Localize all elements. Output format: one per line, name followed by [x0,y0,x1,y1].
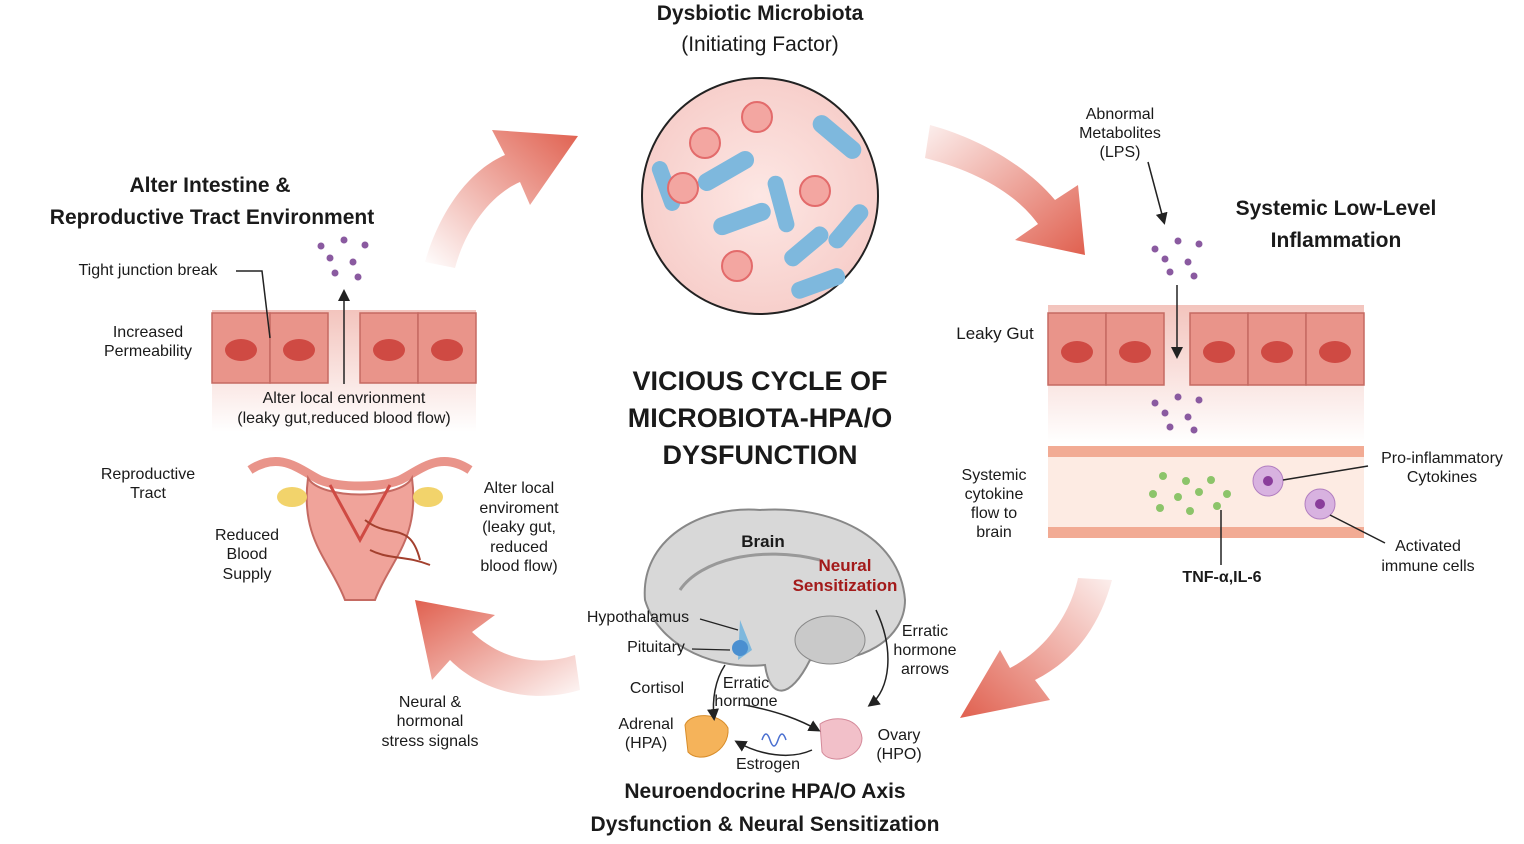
pituitary-label: Pituitary [627,639,685,656]
cytokines-2: Cytokines [1406,469,1478,486]
immune-1: Activated [1395,538,1461,555]
cortisol-label: Cortisol [629,680,685,697]
alter-local2-2: enviroment [479,500,559,517]
right-gut-section [1047,161,1386,565]
alter-local2-3: (leaky gut, [482,519,556,536]
stress-2: hormonal [396,713,464,730]
right-title-2: Inflammation [1270,229,1402,252]
erratic-arrows-1: Erratic [901,623,949,640]
estrogen-label: Estrogen [735,756,801,773]
adrenal-2: (HPA) [624,735,668,752]
bacteria-group [651,115,869,299]
top-title: Dysbiotic Microbiota [656,2,864,25]
cycle-arrow-right-to-bottom [960,578,1112,718]
brain-section [643,508,907,760]
left-gut-section [211,236,477,601]
center-line1: VICIOUS CYCLE OF [632,366,888,396]
tight-junction-label: Tight junction break [78,262,218,279]
reduced-blood-3: Supply [222,566,272,583]
right-title-1: Systemic Low-Level [1235,197,1437,220]
repro-tract-2: Tract [130,485,166,502]
brain-label: Brain [741,532,785,551]
systemic-4: brain [976,524,1012,541]
leaky-gut-label: Leaky Gut [956,324,1034,343]
ovary-1: Ovary [877,727,921,744]
immune-2: immune cells [1381,558,1475,575]
cytokines-1: Pro-inflammatory [1381,450,1503,467]
systemic-3: flow to [970,505,1018,522]
alter-local2-4: reduced [490,539,548,556]
erratic-2: hormone [714,693,778,710]
reduced-blood-2: Blood [226,546,268,563]
systemic-1: Systemic [961,467,1027,484]
erratic-1: Erratic [722,675,770,692]
metabolites-2: Metabolites [1079,125,1161,142]
center-line2: MICROBIOTA-HPA/O [627,403,893,433]
cycle-arrow-left-to-top [425,130,578,268]
permeability-1: Increased [112,324,184,341]
local-env-2: (leaky gut,reduced blood flow) [237,410,451,427]
top-subtitle: (Initiating Factor) [681,33,839,56]
local-env-1: Alter local envrionment [262,390,426,407]
stress-3: stress signals [381,733,479,750]
adrenal-1: Adrenal [618,716,674,733]
neural-2: Sensitization [792,576,898,595]
microbiota-circle [641,77,879,315]
left-title-1: Alter Intestine & [129,174,291,197]
systemic-2: cytokine [964,486,1024,503]
repro-tract-1: Reproductive [100,466,196,483]
tnf-label: TNF-α,IL-6 [1182,569,1262,586]
virus-group [667,101,831,282]
cycle-arrow-bottom-to-left [415,600,580,696]
cycle-arrow-top-to-right [925,125,1085,255]
neural-1: Neural [818,556,872,575]
reduced-blood-1: Reduced [214,527,280,544]
hypothalamus-label: Hypothalamus [586,609,690,626]
erratic-arrows-2: hormone [893,642,957,659]
bottom-title-1: Neuroendocrine HPA/O Axis [624,780,906,803]
bottom-title-2: Dysfunction & Neural Sensitization [590,813,940,836]
stress-1: Neural & [398,694,462,711]
permeability-2: Permeability [103,343,193,360]
metabolites-3: (LPS) [1099,144,1141,161]
metabolites-1: Abnormal [1085,106,1155,123]
left-title-2: Reproductive Tract Environment [49,206,375,229]
erratic-arrows-3: arrows [900,661,949,678]
uterus-shape [247,456,473,491]
ovary-2: (HPO) [876,746,922,763]
center-line3: DYSFUNCTION [662,440,858,470]
alter-local2-5: blood flow) [480,558,558,575]
alter-local2-1: Alter local [483,480,555,497]
